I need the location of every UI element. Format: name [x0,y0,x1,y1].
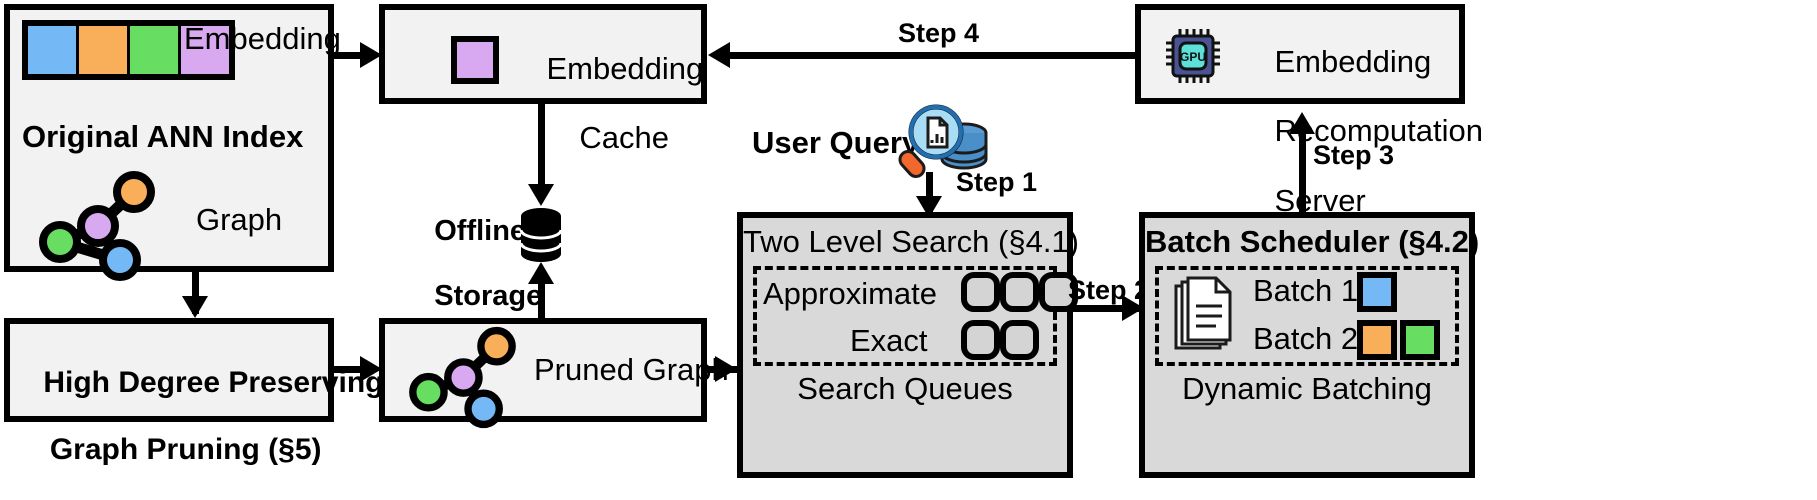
original-graph-glyph [39,171,155,281]
arrow-pruned-to-search-head [715,356,737,382]
arrow-server-to-cache-head [708,42,730,68]
approximate-queue-cell-2[interactable] [1000,272,1039,312]
embedding-label: Embedding [184,21,341,56]
arrow-server-to-cache-line [728,52,1135,59]
original-ann-index-title: Original ANN Index [22,119,304,154]
arrow-ann-to-pruning-head [182,296,208,318]
arrow-ann-to-cache-head [360,42,382,68]
exact-row-label: Exact [850,323,928,358]
arrow-batch-to-server-head [1289,112,1315,134]
approximate-queue-cell-1[interactable] [961,272,1000,312]
embedding-recomputation-server-title: Embedding Recomputation Server [1240,10,1483,253]
documents-stack-icon [1174,276,1232,350]
graph-pruning-title: High Degree Preserving Graph Pruning (§5… [10,332,383,500]
server-title-line1: Embedding [1274,43,1432,79]
dynamic-batching-footer: Dynamic Batching [1182,371,1432,406]
query-search-icon [898,104,988,178]
gpu-chip-icon: GPU [1166,29,1220,83]
approximate-queue-cell-3[interactable] [1039,272,1078,312]
dynamic-batching-dashed-region [1155,266,1459,366]
arrow-pruning-to-pruned-line [334,366,372,373]
arrow-ann-to-cache-line [334,52,372,59]
user-query-label: User Query [752,125,920,160]
graph-pruning-box [4,318,334,422]
batch-1-label: Batch 1 [1253,273,1359,308]
pruned-graph-glyph [409,326,516,429]
server-title-line3: Server [1274,182,1366,218]
embedding-cache-box [379,4,707,104]
pruned-graph-title: Pruned Graph [534,352,729,387]
arrow-pruned-to-storage-line [538,278,545,322]
offline-storage-line2: Storage [434,280,543,313]
exact-queue-cell-1[interactable] [961,320,1000,360]
arrow-pruned-to-storage-head [528,262,554,284]
step3-label: Step 3 [1313,140,1395,170]
search-queues-dashed-region [753,266,1057,366]
arrow-cache-to-storage-head [528,184,554,206]
embedding-cache-title-line2: Cache [579,120,670,156]
offline-storage-line1: Offline [434,215,527,248]
arrow-cache-to-storage-line [538,104,545,192]
search-queues-footer: Search Queues [797,371,1013,406]
embedding-cache-title: Embedding Cache [512,17,704,191]
arrow-search-to-batch-head [1122,295,1144,321]
embedding-swatch-purple [181,26,229,74]
step2-label: Step 2 [1068,275,1150,305]
arrow-query-step1-line [926,172,933,214]
graph-pruning-title-line1: High Degree Preserving [43,365,384,399]
embedding-swatch-orange [79,26,127,74]
batch-2-swatch-orange [1357,320,1397,360]
gpu-icon-text: GPU [1180,50,1206,64]
embedding-swatch-strip [22,20,235,80]
step1-label: Step 1 [956,167,1038,197]
batch-scheduler-title: Batch Scheduler (§4.2) [1145,224,1480,259]
graph-pruning-title-line2: Graph Pruning (§5) [49,432,322,466]
embedding-swatch-blue [28,26,76,74]
batch-2-label: Batch 2 [1253,321,1359,356]
embedding-cache-swatch [451,36,499,84]
arrow-ann-to-pruning-line [192,272,199,314]
embedding-swatch-green [130,26,178,74]
batch-2-swatch-green [1400,320,1440,360]
diagram-canvas: Embedding Original ANN Index Graph Embed… [4,4,1483,478]
offline-storage-label: Offline Storage [402,183,542,345]
batch-1-swatch-blue [1357,272,1397,312]
approximate-row-label: Approximate [763,276,938,311]
step4-label: Step 4 [898,18,980,48]
database-cylinder-icon [519,208,563,262]
two-level-search-title: Two Level Search (§4.1) [743,224,1080,259]
graph-label: Graph [196,202,283,237]
arrow-batch-to-server-line [1299,130,1306,212]
arrow-search-to-batch-line [1073,305,1145,312]
arrow-pruning-to-pruned-head [360,356,382,382]
server-title-line2: Recomputation [1274,113,1483,149]
embedding-cache-title-line1: Embedding [546,50,704,86]
exact-queue-cell-2[interactable] [1000,320,1039,360]
